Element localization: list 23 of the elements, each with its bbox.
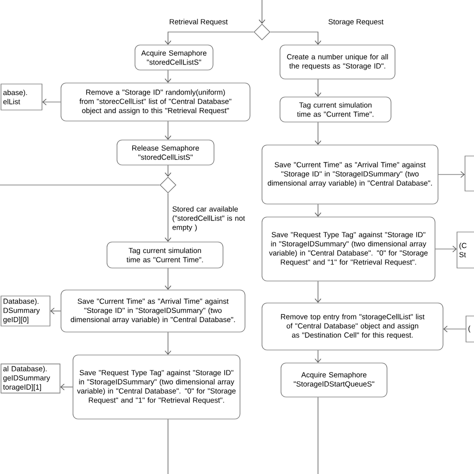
arrow <box>164 70 172 83</box>
arrow <box>314 122 322 145</box>
decision-diamond <box>254 24 270 40</box>
arrow <box>314 79 322 97</box>
arrow <box>438 171 465 178</box>
arrow <box>164 193 172 242</box>
arrow <box>314 281 322 303</box>
arrow <box>164 32 254 45</box>
arrow <box>164 165 172 177</box>
note-box <box>464 156 474 192</box>
arrow <box>42 98 61 106</box>
arrow <box>314 204 322 217</box>
arrow <box>258 0 266 24</box>
decision-diamond <box>160 176 176 194</box>
arrow <box>314 350 322 363</box>
arrow <box>50 308 61 314</box>
arrow <box>164 268 172 290</box>
arrow <box>270 32 322 45</box>
arrow <box>443 326 466 332</box>
arrow <box>60 384 73 390</box>
arrow <box>164 121 172 140</box>
arrow <box>164 332 172 355</box>
arrow <box>435 246 457 252</box>
